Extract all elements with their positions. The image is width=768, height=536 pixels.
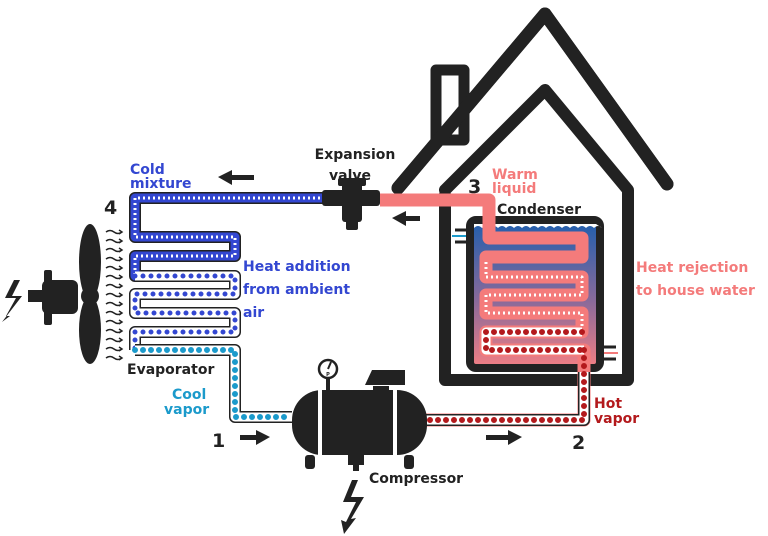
svg-text:Hot: Hot [594, 396, 622, 412]
hot-vapor-label: Hot vapor [594, 396, 639, 427]
condenser-coil [380, 193, 591, 427]
pressure-gauge-icon: P [317, 358, 339, 380]
svg-text:vapor: vapor [164, 402, 209, 418]
svg-text:valve: valve [329, 168, 371, 184]
evaporator-label: Evaporator [127, 362, 214, 378]
airflow-arrow-icon [105, 265, 124, 271]
airflow-arrow-icon [105, 310, 124, 316]
svg-text:air: air [243, 305, 264, 321]
expansion-valve-icon [322, 178, 380, 230]
compressor-label: Compressor [369, 471, 463, 487]
gauge-letter: P [326, 372, 330, 378]
airflow-arrow-icon [105, 256, 124, 262]
state-3-label: 3 [468, 176, 481, 198]
airflow-arrow-icon [105, 238, 124, 244]
state-1-label: 1 [212, 430, 225, 452]
compressor-icon [292, 370, 427, 471]
expansion-valve-label: Expansion valve [315, 147, 396, 184]
airflow-arrow-icon [105, 328, 124, 334]
cool-vapor-label: Cool vapor [164, 387, 209, 418]
airflow-arrow-icon [105, 229, 124, 235]
airflow-arrow-icon [105, 301, 124, 307]
svg-text:from ambient: from ambient [243, 282, 350, 298]
warm-liquid-label: Warm liquid [492, 167, 538, 197]
svg-text:Expansion: Expansion [315, 147, 396, 163]
heat-rejection-label: Heat rejection to house water [636, 260, 755, 299]
state-2-label: 2 [572, 432, 585, 454]
condenser-label: Condenser [497, 202, 581, 218]
flow-arrow-icon [218, 170, 522, 445]
airflow-arrow-icon [105, 346, 124, 352]
svg-text:Heat addition: Heat addition [243, 259, 351, 275]
airflow-arrow-icon [105, 283, 124, 289]
svg-text:mixture: mixture [130, 176, 191, 192]
svg-text:liquid: liquid [492, 181, 536, 197]
svg-text:Heat rejection: Heat rejection [636, 260, 748, 276]
state-4-label: 4 [104, 197, 117, 219]
airflow-arrow-icon [105, 247, 124, 253]
house-icon [391, 7, 674, 386]
heat-addition-label: Heat addition from ambient air [243, 259, 351, 321]
cold-mixture-label: Cold mixture [130, 162, 191, 192]
svg-text:Cold: Cold [130, 162, 165, 178]
airflow-arrow-icon [105, 319, 124, 325]
svg-text:vapor: vapor [594, 411, 639, 427]
airflow-arrow-icon [105, 355, 124, 361]
lightning-icon [2, 280, 22, 322]
svg-text:to house water: to house water [636, 283, 755, 299]
evaporator-coil [129, 192, 330, 423]
airflow-icon [105, 229, 124, 361]
svg-text:Warm: Warm [492, 167, 538, 183]
airflow-arrow-icon [105, 337, 124, 343]
svg-text:Cool: Cool [172, 387, 206, 403]
lightning-icon [341, 480, 364, 534]
fan-icon [28, 224, 101, 364]
airflow-arrow-icon [105, 292, 124, 298]
airflow-arrow-icon [105, 274, 124, 280]
